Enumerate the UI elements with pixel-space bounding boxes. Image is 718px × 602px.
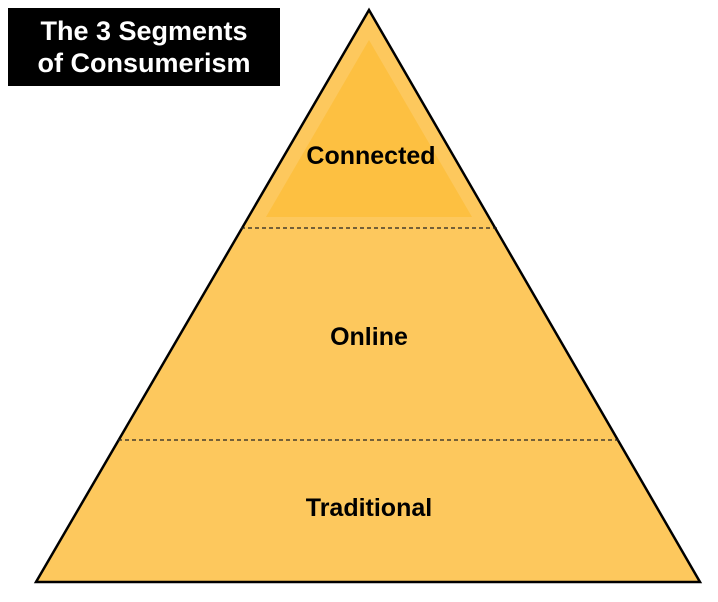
label-online: Online (330, 323, 408, 351)
label-connected: Connected (306, 142, 435, 170)
title-line-2: of Consumerism (37, 48, 251, 78)
title-line-1: The 3 Segments (40, 16, 248, 46)
apex-highlight (266, 40, 472, 217)
pyramid-body (33, 7, 703, 584)
label-traditional: Traditional (306, 494, 432, 522)
title-box: The 3 Segments of Consumerism (8, 8, 280, 86)
